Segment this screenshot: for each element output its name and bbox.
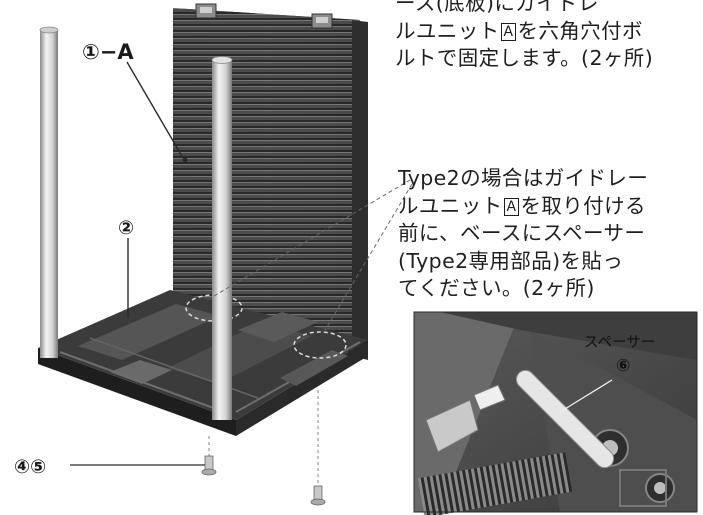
top-line-2a: ルユニット	[395, 18, 500, 43]
hex-bolt-front	[201, 436, 217, 476]
top-line-2b: を六角穴付ボ	[517, 18, 643, 43]
part-label-6: ⑥	[616, 356, 631, 376]
hex-bolt-rear	[310, 390, 326, 506]
part-label-45: ④⑤	[14, 456, 47, 478]
left-pole	[39, 26, 59, 358]
spacer-label: スペーサー	[584, 335, 656, 351]
part-label-2: ②	[118, 217, 135, 239]
type2-line-3: 前に、ベースにスペーサー	[398, 221, 646, 245]
boxed-a-marker: A	[500, 22, 517, 41]
top-line-1: ース(底板)にガイドレ	[395, 0, 599, 15]
type2-line-2a: ルユニット	[398, 193, 503, 218]
base-plate	[38, 290, 368, 436]
type2-line-1: Type2の場合はガイドレー	[398, 166, 649, 190]
leader-1a-dot	[182, 157, 188, 163]
type2-line-4: (Type2専用部品)を貼っ	[398, 248, 624, 273]
type2-line-2b: を取り付ける	[520, 193, 646, 218]
leader-1a	[126, 61, 184, 159]
callout-dash-2	[323, 183, 413, 333]
part-label-1a: ①−A	[82, 40, 134, 64]
type2-line-5: てください。(2ヶ所)	[398, 276, 595, 300]
boxed-a-marker-2: A	[503, 197, 520, 216]
front-pole	[211, 56, 233, 420]
top-line-3: ルトで固定します。(2ヶ所)	[395, 46, 654, 70]
spacer-inset-photo	[413, 311, 698, 515]
callout-dash-1	[213, 179, 411, 297]
